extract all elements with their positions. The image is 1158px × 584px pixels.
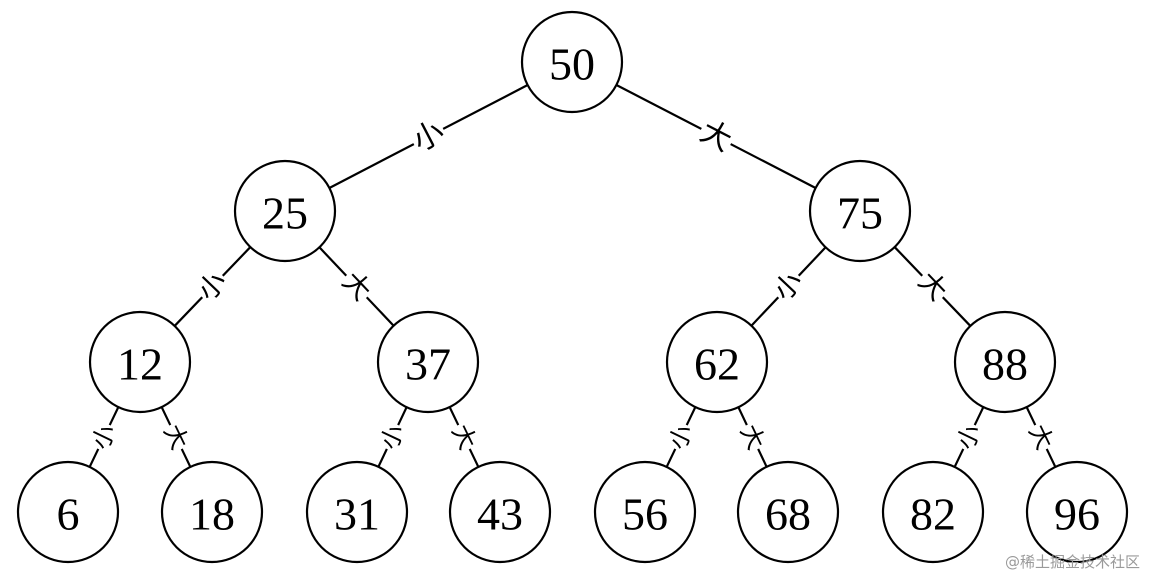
edge-n62-n68: 大 <box>734 406 771 468</box>
edge-n88-n82: 小 <box>951 406 987 468</box>
edge-label-background <box>693 114 739 159</box>
edge-label: 大 <box>1023 420 1059 454</box>
tree-node-82: 82 <box>881 460 985 564</box>
node-circle <box>376 310 480 414</box>
node-value: 88 <box>982 339 1028 390</box>
node-value: 43 <box>477 489 523 540</box>
edge-n50-n75: 大 <box>615 83 817 190</box>
edge-label-background <box>191 265 234 308</box>
edge-label-background <box>446 419 482 455</box>
edge-n25-n37: 大 <box>318 246 395 327</box>
node-circle <box>305 460 409 564</box>
tree-node-50: 50 <box>520 10 624 114</box>
node-circle <box>808 159 912 263</box>
edge-label-background <box>767 265 810 308</box>
edge-label-background <box>663 419 699 455</box>
node-value: 18 <box>189 489 235 540</box>
tree-node-25: 25 <box>233 159 337 263</box>
tree-node-37: 37 <box>376 310 480 414</box>
edge-label: 大 <box>695 114 738 159</box>
node-circle <box>1025 460 1129 564</box>
edge-n12-n18: 大 <box>158 406 194 468</box>
node-value: 50 <box>549 39 595 90</box>
edge-label: 小 <box>951 420 987 454</box>
tree-node-75: 75 <box>808 159 912 263</box>
node-value: 75 <box>837 188 883 239</box>
tree-node-12: 12 <box>88 310 192 414</box>
tree-node-43: 43 <box>448 460 552 564</box>
edge-label-background <box>335 265 378 308</box>
node-value: 62 <box>694 339 740 390</box>
tree-node-56: 56 <box>593 460 697 564</box>
node-value: 56 <box>622 489 668 540</box>
node-circle <box>448 460 552 564</box>
nodes-layer: 50 25 75 12 37 62 88 6 18 31 43 56 68 82 96 <box>16 10 1129 564</box>
watermark: @稀土掘金技术社区 <box>1004 553 1140 571</box>
edge-n37-n43: 大 <box>446 406 482 468</box>
edge-label: 大 <box>446 420 482 454</box>
node-value: 96 <box>1054 489 1100 540</box>
edge-n62-n56: 小 <box>663 406 699 468</box>
edges-layer: 小大小大小大小大小大小大小大 <box>86 83 1059 468</box>
edge-n25-n12: 小 <box>173 246 252 327</box>
node-value: 6 <box>57 489 80 540</box>
node-value: 37 <box>405 339 451 390</box>
node-circle <box>665 310 769 414</box>
tree-node-6: 6 <box>16 460 120 564</box>
edge-label: 大 <box>735 420 771 454</box>
tree-node-31: 31 <box>305 460 409 564</box>
edge-label: 大 <box>158 420 194 454</box>
edge-n50-n25: 小 <box>328 84 529 189</box>
tree-node-18: 18 <box>160 460 264 564</box>
node-value: 25 <box>262 188 308 239</box>
node-circle <box>736 460 840 564</box>
node-value: 12 <box>117 339 163 390</box>
tree-node-62: 62 <box>665 310 769 414</box>
edge-label-background <box>1023 419 1059 455</box>
node-circle <box>593 460 697 564</box>
node-circle <box>88 310 192 414</box>
edge-label-background <box>911 265 954 308</box>
node-value: 68 <box>765 489 811 540</box>
edge-label-background <box>734 419 771 455</box>
tree-node-68: 68 <box>736 460 840 564</box>
edge-n75-n62: 小 <box>750 246 827 327</box>
edge-label: 小 <box>407 114 450 159</box>
edge-label-background <box>406 114 451 159</box>
node-value: 31 <box>334 489 380 540</box>
edge-label: 小 <box>86 420 122 454</box>
node-circle <box>953 310 1057 414</box>
node-circle <box>881 460 985 564</box>
edge-label-background <box>951 419 987 455</box>
node-circle <box>16 460 120 564</box>
edge-label-background <box>86 419 122 455</box>
edge-label: 小 <box>375 420 411 454</box>
edge-label-background <box>374 419 411 455</box>
edge-n12-n6: 小 <box>86 406 122 468</box>
edge-n75-n88: 大 <box>893 246 972 327</box>
node-circle <box>520 10 624 114</box>
edge-label: 小 <box>663 420 699 454</box>
node-circle <box>160 460 264 564</box>
node-circle <box>233 159 337 263</box>
edge-n37-n31: 小 <box>374 406 411 468</box>
edge-label-background <box>158 419 194 455</box>
tree-node-88: 88 <box>953 310 1057 414</box>
tree-node-96: 96 <box>1025 460 1129 564</box>
edge-n88-n96: 大 <box>1023 406 1059 468</box>
node-value: 82 <box>910 489 956 540</box>
